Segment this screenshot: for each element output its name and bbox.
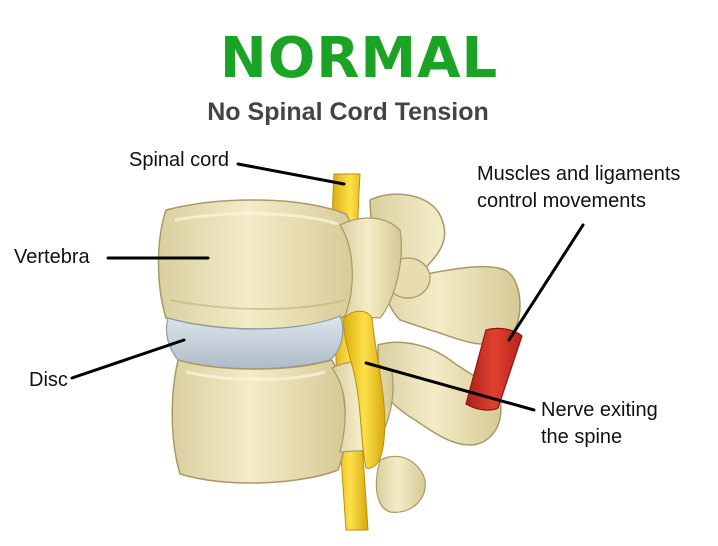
leader-lines xyxy=(70,162,585,412)
label-nerve-line2: the spine xyxy=(541,426,623,448)
exiting-nerve-root xyxy=(343,310,386,469)
muscle-ligament xyxy=(465,327,523,411)
label-spinal-cord: Spinal cord xyxy=(129,149,230,171)
label-nerve-line1: Nerve exiting xyxy=(541,399,658,421)
leader-muscles xyxy=(507,223,585,342)
posterior-arch xyxy=(369,193,521,513)
leader-spinal-cord xyxy=(236,162,346,186)
page-subtitle: No Spinal Cord Tension xyxy=(207,98,489,126)
leader-disc xyxy=(70,338,186,380)
label-disc: Disc xyxy=(29,369,68,391)
page-title: NORMAL xyxy=(219,26,499,91)
leader-nerve xyxy=(364,361,536,412)
upper-vertebral-body xyxy=(157,199,360,330)
lower-vertebral-body xyxy=(171,359,347,484)
label-vertebra: Vertebra xyxy=(14,246,90,268)
label-muscles-line2: control movements xyxy=(477,190,646,212)
label-muscles-line1: Muscles and ligaments xyxy=(477,163,681,185)
